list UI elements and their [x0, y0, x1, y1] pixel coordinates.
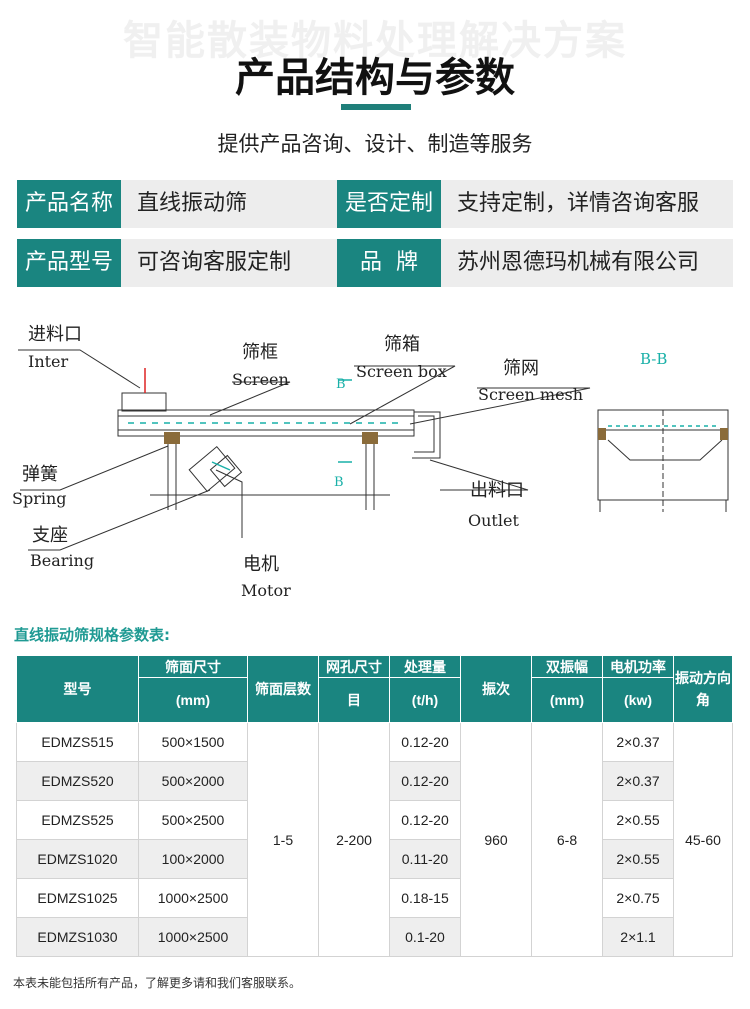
inlet-label-en: Inter: [28, 352, 69, 371]
spring-label-en: Spring: [12, 489, 67, 508]
cell-capacity: 0.12-20: [389, 800, 461, 840]
customizable-label: 是否定制: [337, 180, 441, 228]
cell-size: 500×2500: [138, 800, 248, 840]
cell-power: 2×0.37: [602, 722, 674, 762]
table-row: EDMZS1020 100×2000 0.11-20 2×0.55: [16, 839, 733, 879]
spec-table: 型号 筛面尺寸 筛面层数 网孔尺寸 处理量 振次 双振幅 电机功率 振动方向角 …: [16, 655, 733, 957]
section-label: B-B: [640, 350, 667, 368]
header-frequency: 振次: [460, 655, 532, 723]
cell-size: 1000×2500: [138, 917, 248, 957]
cell-model: EDMZS1020: [16, 839, 139, 879]
product-model-value: 可咨询客服定制: [121, 239, 337, 287]
cell-capacity: 0.12-20: [389, 722, 461, 762]
box-label-en: Screen box: [356, 362, 447, 381]
info-row-name: 产品名称 直线振动筛 是否定制 支持定制，详情咨询客服: [17, 180, 733, 228]
motor-label-cn: 电机: [243, 554, 279, 575]
cell-power: 2×0.55: [602, 839, 674, 879]
table-row: EDMZS1025 1000×2500 0.18-15 2×0.75: [16, 878, 733, 918]
header-model: 型号: [16, 655, 139, 723]
header-mesh: 网孔尺寸: [318, 655, 390, 678]
inlet-label-cn: 进料口: [28, 324, 82, 345]
cell-layers: 1-5: [247, 722, 319, 957]
cell-size: 100×2000: [138, 839, 248, 879]
brand-label: 品 牌: [337, 239, 441, 287]
page-title: 产品结构与参数: [235, 55, 515, 101]
cell-mesh: 2-200: [318, 722, 390, 957]
header-power-unit: (kw): [602, 677, 674, 723]
bearing-label-en: Bearing: [30, 551, 94, 570]
outlet-label-en: Outlet: [468, 511, 519, 530]
outlet-chute: [412, 411, 441, 459]
cell-amplitude: 6-8: [531, 722, 603, 957]
footnote: 本表未能包括所有产品，了解更多请和我们客服联系。: [13, 976, 302, 990]
header-capacity-unit: (t/h): [389, 677, 461, 723]
outlet-label-cn: 出料口: [470, 480, 524, 501]
cell-capacity: 0.1-20: [389, 917, 461, 957]
spring-left: [164, 432, 180, 444]
mesh-label-cn: 筛网: [503, 358, 539, 379]
customizable-value: 支持定制，详情咨询客服: [441, 180, 733, 228]
cell-frequency: 960: [460, 722, 532, 957]
inlet-hopper: [121, 392, 167, 412]
cell-power: 2×0.55: [602, 800, 674, 840]
box-label-cn: 筛箱: [384, 334, 420, 355]
header-mesh-unit: 目: [318, 677, 390, 723]
header-surface-size: 筛面尺寸: [138, 655, 248, 678]
cell-capacity: 0.18-15: [389, 878, 461, 918]
cell-power: 2×1.1: [602, 917, 674, 957]
table-caption: 直线振动筛规格参数表:: [14, 626, 170, 644]
header-angle: 振动方向角: [673, 655, 733, 723]
motor-label-en: Motor: [241, 581, 291, 600]
cell-power: 2×0.75: [602, 878, 674, 918]
structure-diagram: 进料口 Inter 筛框 Screen 筛箱 Screen box 筛网 Scr…: [12, 324, 729, 600]
cell-capacity: 0.11-20: [389, 839, 461, 879]
cell-size: 1000×2500: [138, 878, 248, 918]
cell-angle: 45-60: [673, 722, 733, 957]
cell-model: EDMZS515: [16, 722, 139, 762]
info-row-model: 产品型号 可咨询客服定制 品 牌 苏州恩德玛机械有限公司: [17, 239, 733, 287]
spring-right: [362, 432, 378, 444]
table-row: EDMZS1030 1000×2500 0.1-20 2×1.1: [16, 917, 733, 957]
title-underline: [341, 104, 411, 110]
table-row: EDMZS520 500×2000 0.12-20 2×0.37: [16, 761, 733, 801]
header-amplitude-unit: (mm): [531, 677, 603, 723]
frame-label-en: Screen: [232, 370, 289, 389]
section-marker-bottom: B: [334, 475, 344, 490]
brand-value: 苏州恩德玛机械有限公司: [441, 239, 733, 287]
watermark-text: 智能散装物料处理解决方案: [123, 18, 627, 64]
frame-label-cn: 筛框: [242, 342, 278, 363]
mesh-label-en: Screen mesh: [478, 385, 583, 404]
cell-size: 500×2000: [138, 761, 248, 801]
cell-model: EDMZS525: [16, 800, 139, 840]
cell-size: 500×1500: [138, 722, 248, 762]
spring-label-cn: 弹簧: [22, 464, 58, 485]
product-name-label: 产品名称: [17, 180, 121, 228]
header-surface-unit: (mm): [138, 677, 248, 723]
cell-capacity: 0.12-20: [389, 761, 461, 801]
cell-model: EDMZS520: [16, 761, 139, 801]
section-frame: [597, 409, 729, 501]
header-amplitude: 双振幅: [531, 655, 603, 678]
product-model-label: 产品型号: [17, 239, 121, 287]
cell-model: EDMZS1030: [16, 917, 139, 957]
product-name-value: 直线振动筛: [121, 180, 337, 228]
cell-power: 2×0.37: [602, 761, 674, 801]
header-layers: 筛面层数: [247, 655, 319, 723]
bearing-label-cn: 支座: [32, 525, 68, 546]
header-power: 电机功率: [602, 655, 674, 678]
header-capacity: 处理量: [389, 655, 461, 678]
cell-model: EDMZS1025: [16, 878, 139, 918]
section-marker-top: B: [336, 377, 346, 392]
table-row: EDMZS525 500×2500 0.12-20 2×0.55: [16, 800, 733, 840]
page-subtitle: 提供产品咨询、设计、制造等服务: [217, 132, 533, 156]
table-row: EDMZS515 500×1500 1-5 2-200 0.12-20 960 …: [16, 722, 733, 957]
